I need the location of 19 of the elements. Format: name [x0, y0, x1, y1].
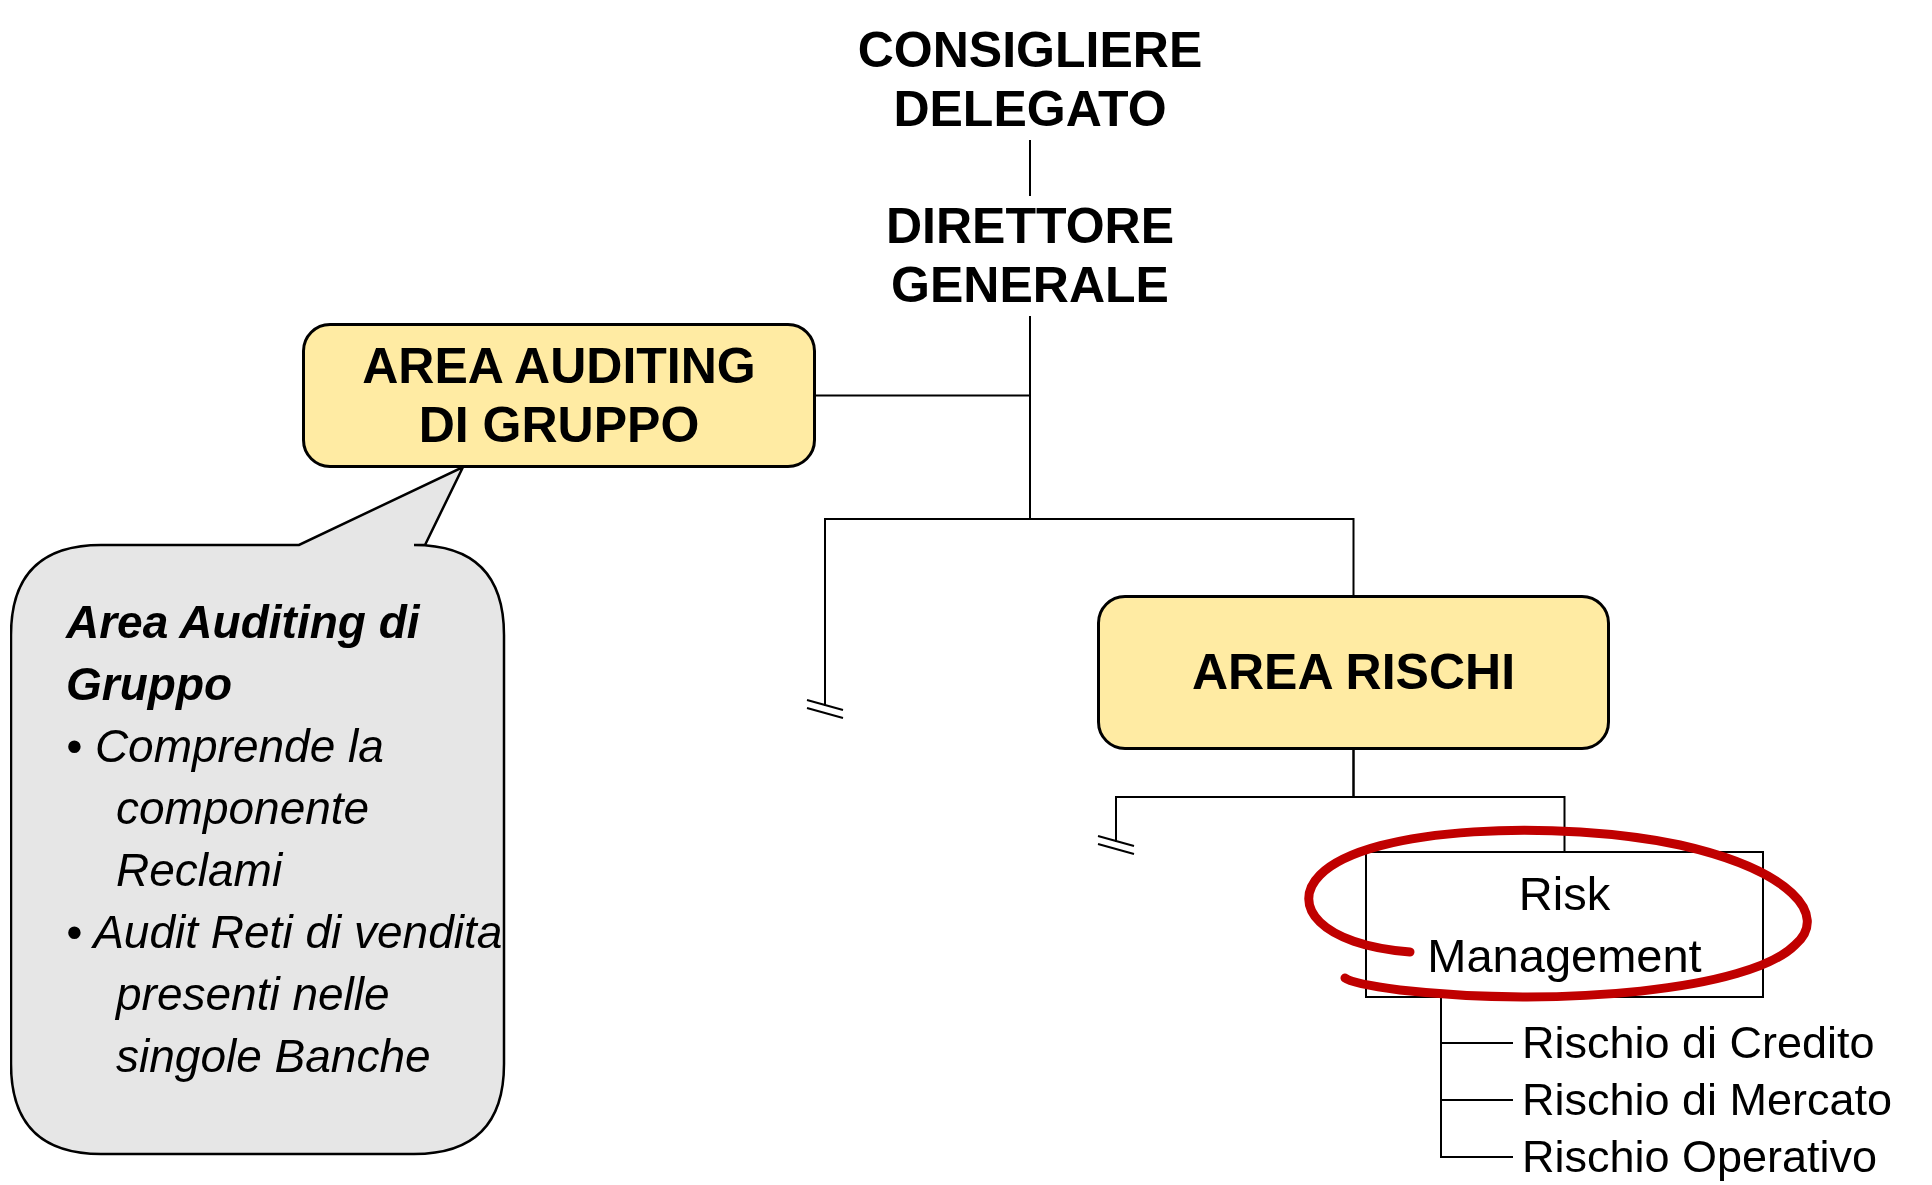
- sub-unit-label: Rischio Operativo: [1522, 1129, 1932, 1185]
- box-label: Risk Management: [1426, 865, 1703, 984]
- connector-line: [1352, 749, 1566, 852]
- role-title: DIRETTORE GENERALE: [780, 196, 1280, 316]
- connector-line: [1029, 315, 1355, 596]
- role-title: CONSIGLIERE DELEGATO: [780, 20, 1280, 140]
- unit-box: [1365, 851, 1764, 998]
- box-label: AREA RISCHI: [1191, 643, 1516, 702]
- connector-line: [1029, 139, 1031, 197]
- callout-heading: Area Auditing di Gruppo: [66, 595, 422, 712]
- box-label: AREA AUDITING DI GRUPPO: [361, 336, 757, 455]
- sub-unit-label: Rischio di Credito: [1522, 1015, 1932, 1071]
- callout-bubble: [10, 466, 506, 1156]
- department-box: [1097, 595, 1610, 750]
- bullet-item: • Audit Reti di vendita presenti nelle singole Banche: [66, 905, 504, 1084]
- bullet-item: • Comprende la componente Reclami: [66, 719, 385, 898]
- sub-unit-label: Rischio di Mercato: [1522, 1072, 1932, 1128]
- connector-line: [1440, 997, 1514, 1158]
- department-box: [302, 323, 816, 468]
